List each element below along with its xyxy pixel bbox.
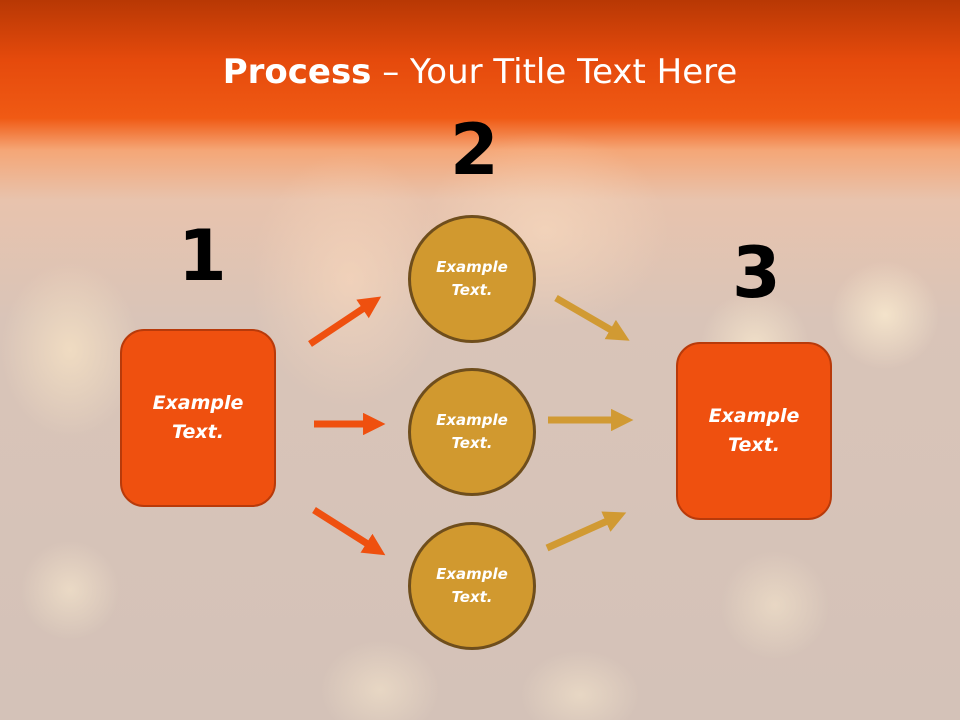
right-step-label: Example Text.: [708, 405, 800, 456]
arrow-left-down: [312, 507, 386, 556]
circle-label: Example Text.: [436, 258, 508, 299]
step-number-3: 3: [732, 232, 781, 314]
step-number-2: 2: [450, 109, 499, 191]
left-step-label: Example Text.: [152, 392, 244, 443]
arrow-left-up: [308, 296, 382, 347]
arrow-right-up: [554, 294, 630, 341]
step-number-1: 1: [178, 215, 227, 297]
middle-circle-top: Example Text.: [408, 215, 536, 343]
middle-circle-bottom: Example Text.: [408, 522, 536, 650]
title-bold: Process: [222, 52, 372, 92]
arrow-right-down: [545, 511, 627, 552]
slide-title: Process – Your Title Text Here: [0, 52, 960, 92]
middle-circle-center: Example Text.: [408, 368, 536, 496]
circle-label: Example Text.: [436, 411, 508, 452]
right-step-box: Example Text.: [676, 342, 832, 520]
title-rest: – Your Title Text Here: [371, 52, 738, 92]
circle-label: Example Text.: [436, 565, 508, 606]
left-step-box: Example Text.: [120, 329, 276, 507]
